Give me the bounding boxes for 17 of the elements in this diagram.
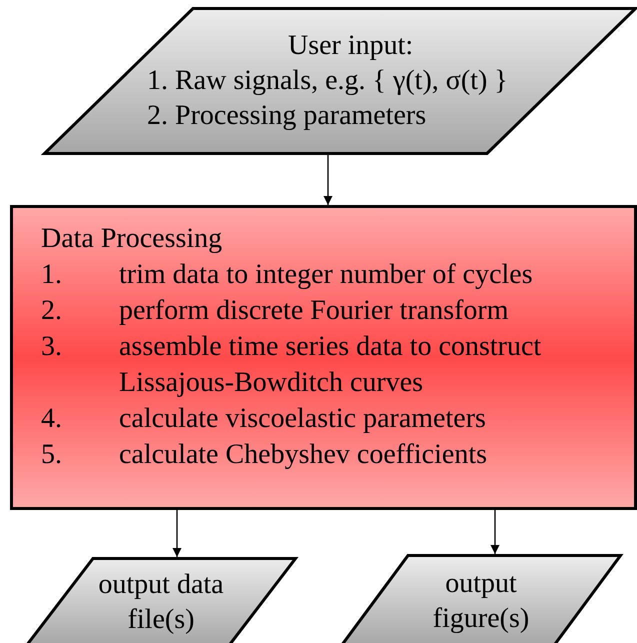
list-item: 4. calculate viscoelastic parameters	[41, 402, 487, 436]
list-item: 1. Raw signals, e.g. { γ(t), σ(t) }	[147, 64, 508, 98]
list-item: 2. perform discrete Fourier transform	[41, 294, 510, 328]
output-parallelogram	[25, 557, 297, 643]
input-parallelogram	[43, 7, 637, 155]
arrow	[490, 510, 500, 554]
node-label: output data file(s)	[97, 568, 225, 637]
heading: Data Processing	[41, 222, 222, 256]
list-item: 5. calculate Chebyshev coefficients	[41, 438, 488, 472]
arrow	[172, 510, 182, 557]
list-item: 2. Processing parameters	[147, 99, 426, 133]
heading: User input:	[288, 29, 414, 63]
arrow	[324, 155, 332, 205]
output-parallelogram	[340, 554, 622, 643]
process-box	[10, 205, 637, 510]
list-item: 1. trim data to integer number of cycles	[41, 258, 534, 292]
node-label: output figure(s)	[432, 566, 530, 636]
